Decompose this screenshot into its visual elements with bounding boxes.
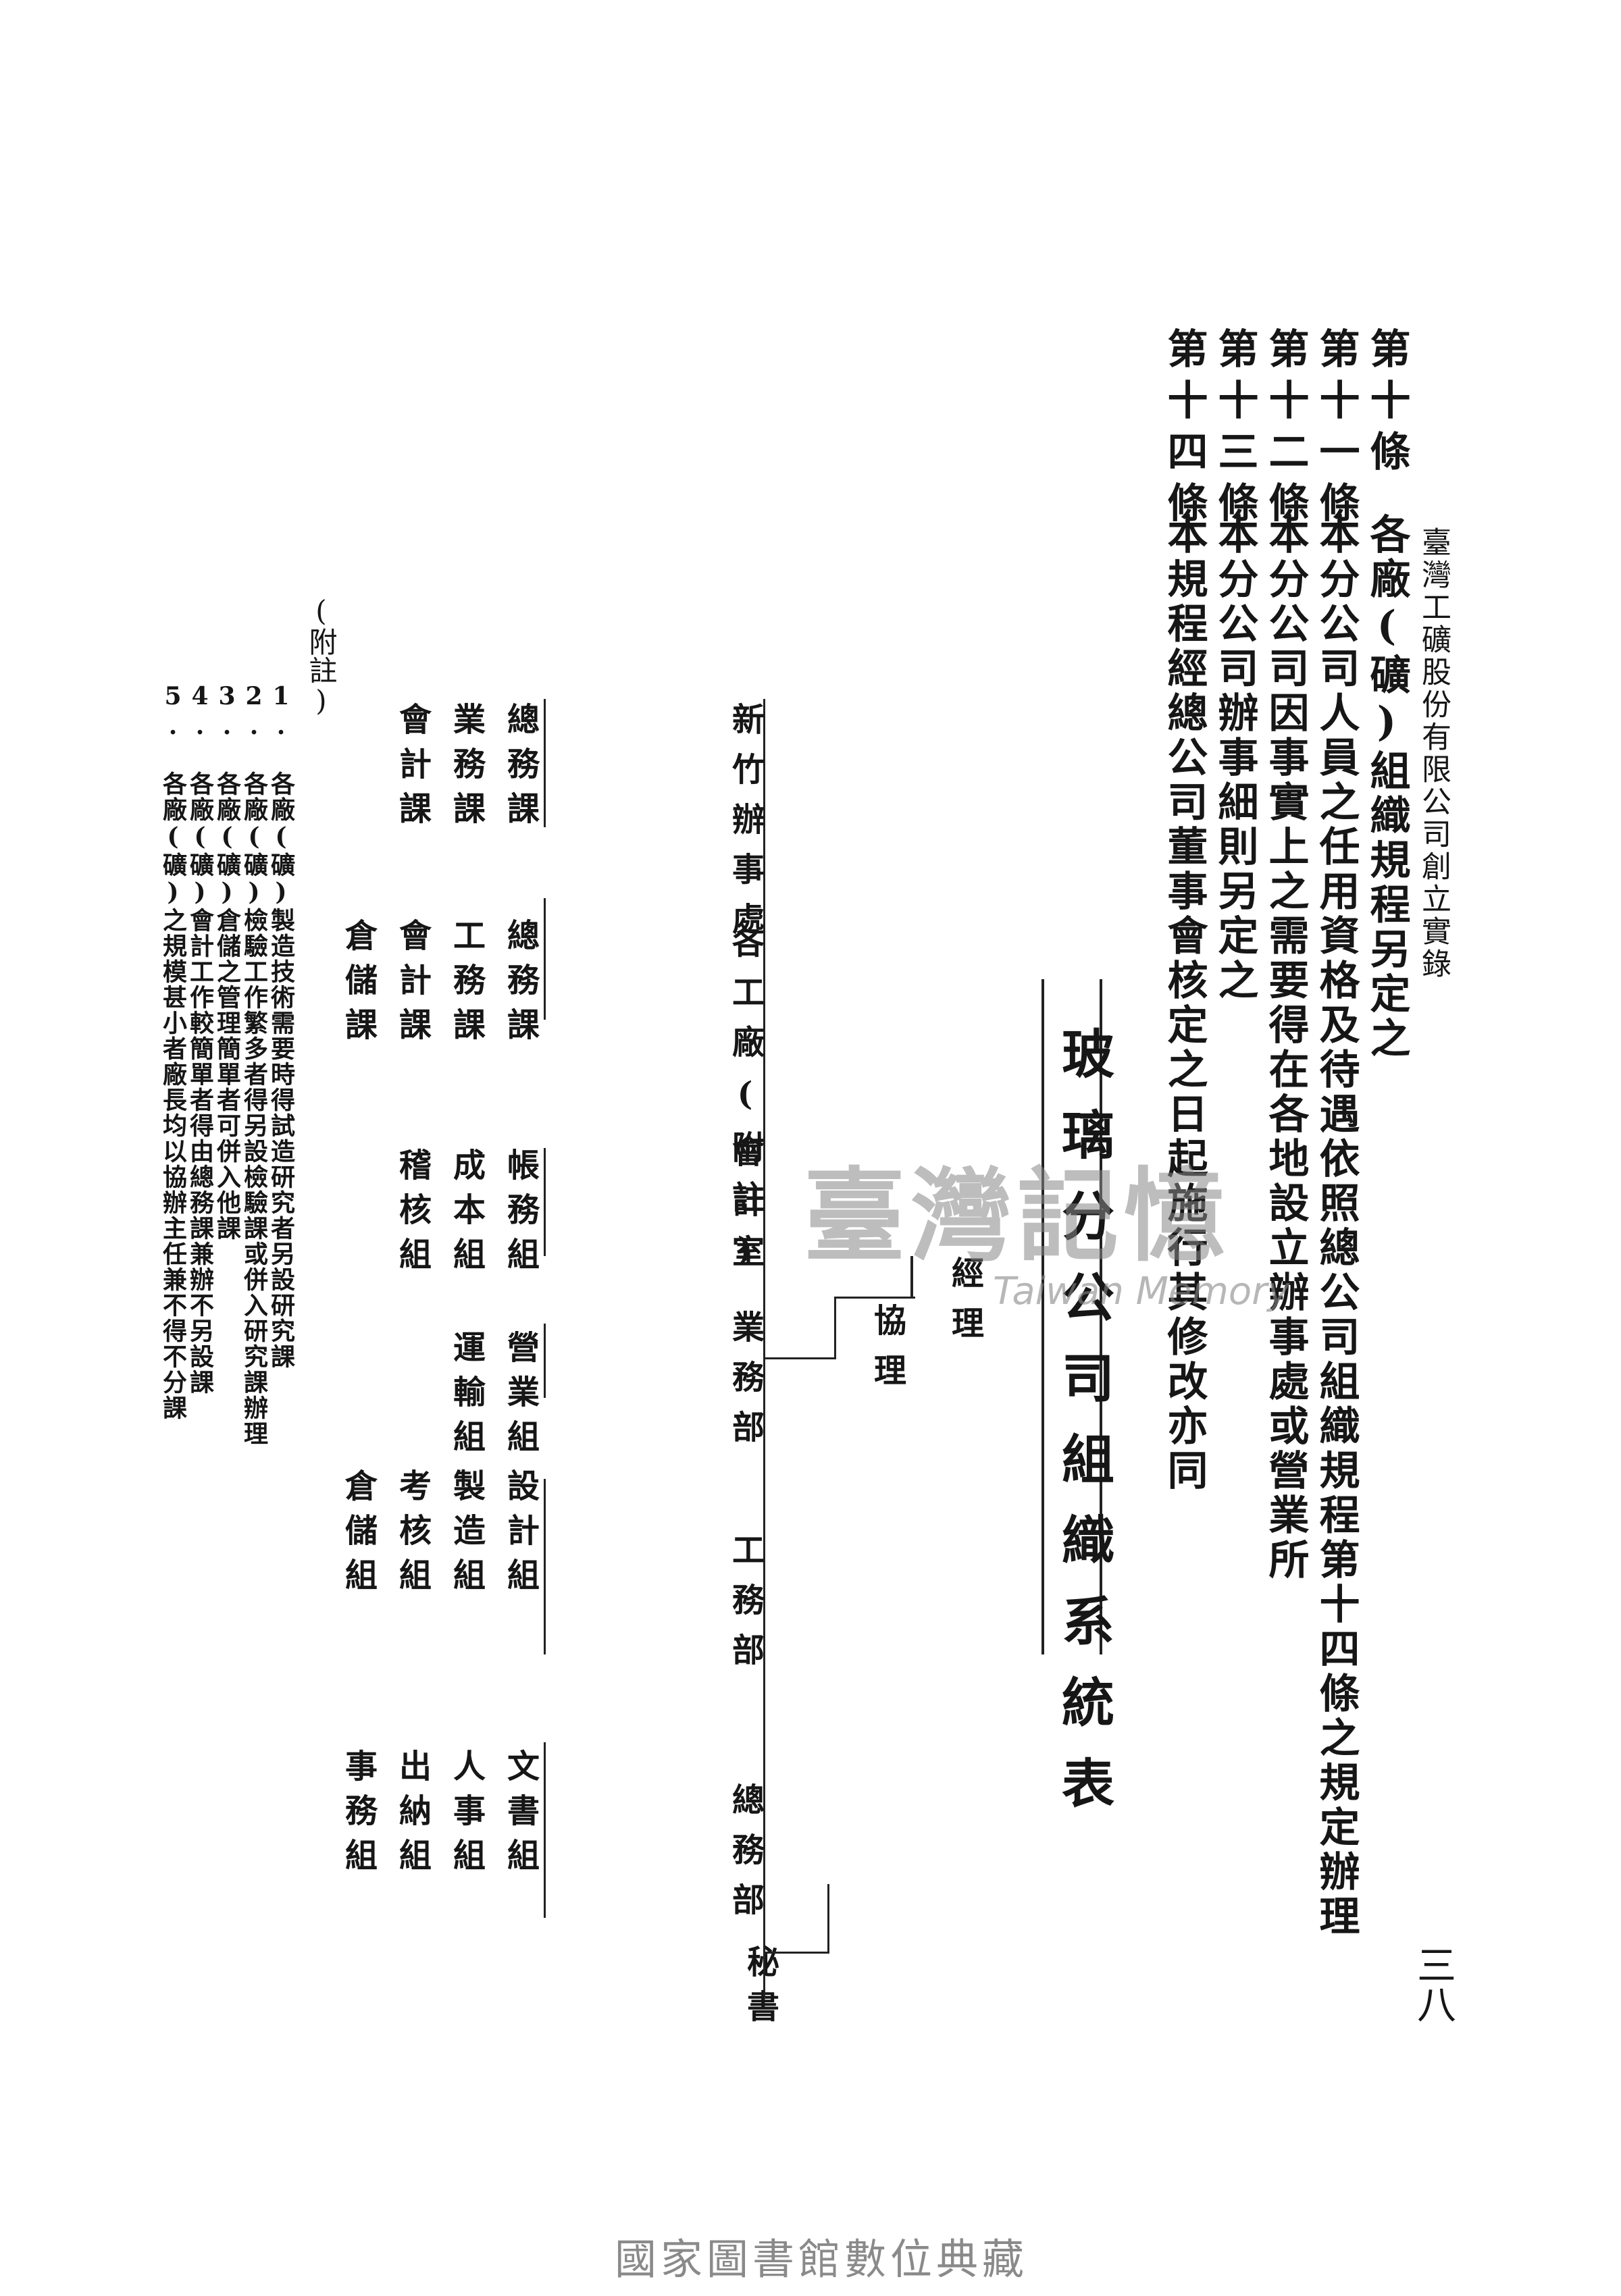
bracket-factories <box>544 898 546 1020</box>
connector-secretary <box>765 1952 829 1954</box>
article-11-label: 第十一條 <box>1312 328 1360 533</box>
connector-deputy-trunk <box>763 1357 836 1359</box>
bracket-hsinchu <box>544 699 546 827</box>
dept-engineering: 工務部 <box>726 1533 764 1683</box>
unit-general-2: 人事組 <box>447 1749 485 1883</box>
bracket-accounting <box>544 1148 546 1256</box>
unit-factory-2: 工務課 <box>447 918 485 1052</box>
unit-business-2: 運輸組 <box>447 1330 485 1464</box>
dept-factories: 各工廠(附註) <box>726 925 764 1286</box>
bracket-business <box>544 1324 546 1398</box>
article-10-text: 各廠(礦)組織規程另定之 <box>1363 513 1410 1062</box>
unit-accounting-3: 稽核組 <box>393 1148 431 1282</box>
connector-manager <box>910 1256 913 1297</box>
note-1: 1. 各廠(礦)製造技術需要時得試造研究者另設研究課 <box>267 682 295 1369</box>
connector-secretary-stub <box>827 1884 829 1954</box>
article-13-label: 第十三條 <box>1211 328 1258 533</box>
page-number: 三八 <box>1410 1945 1456 2023</box>
bracket-engineering <box>544 1479 546 1654</box>
node-secretary: 秘書 <box>741 1945 779 2034</box>
dept-general-affairs: 總務部 <box>726 1783 764 1933</box>
connector-manager-deputy <box>834 1297 915 1299</box>
running-title: 臺灣工礦股份有限公司創立實錄 <box>1416 527 1451 981</box>
department-trunk <box>763 699 765 1999</box>
unit-hsinchu-3: 會計課 <box>393 702 431 836</box>
article-12-label: 第十二條 <box>1262 328 1309 533</box>
unit-general-3: 出納組 <box>393 1749 431 1883</box>
title-rule-left <box>1041 979 1044 1654</box>
unit-accounting-1: 帳務組 <box>501 1148 539 1282</box>
unit-engineering-3: 考核組 <box>393 1469 431 1602</box>
note-2: 2. 各廠(礦)檢驗工作繁多者得另設檢驗課或併入研究課辦理 <box>240 682 268 1446</box>
unit-factory-4: 倉儲課 <box>339 918 377 1052</box>
article-10-label: 第十條 <box>1363 328 1410 481</box>
footer-archive-label: 國家圖書館數位典藏 <box>615 2235 1029 2284</box>
bracket-general <box>544 1742 546 1918</box>
watermark-subtitle: Taiwan Memory <box>993 1270 1290 1313</box>
note-3: 3. 各廠(礦)倉儲之管理簡單者可併入他課 <box>213 682 241 1241</box>
unit-accounting-2: 成本組 <box>447 1148 485 1282</box>
notes-label: (附註) <box>305 594 338 717</box>
article-12-text: 本分公司因事實上之需要得在各地設立辦事處或營業所 <box>1262 513 1309 1583</box>
node-deputy: 協理 <box>868 1303 906 1403</box>
unit-hsinchu-1: 總務課 <box>501 702 539 836</box>
connector-deputy <box>834 1297 836 1357</box>
watermark-logo: 臺灣記憶 <box>804 1157 1231 1276</box>
article-14-text: 本規程經總公司董事會核定之日起施行其修改亦同 <box>1160 513 1208 1494</box>
dept-business: 業務部 <box>726 1310 764 1460</box>
article-14-label: 第十四條 <box>1160 328 1208 533</box>
unit-engineering-2: 製造組 <box>447 1469 485 1602</box>
chart-title: 玻璃分公司組織系統表 <box>1053 1026 1114 1837</box>
unit-factory-1: 總務課 <box>501 918 539 1052</box>
unit-business-1: 營業組 <box>501 1330 539 1464</box>
article-13-text: 本分公司辦事細則另定之 <box>1211 513 1258 1003</box>
unit-engineering-1: 設計組 <box>501 1469 539 1602</box>
note-4: 4. 各廠(礦)會計工作較簡單者得由總務課兼辦不另設課 <box>186 682 214 1395</box>
unit-general-4: 事務組 <box>339 1749 377 1883</box>
dept-hsinchu-office: 新竹辦事處 <box>726 702 764 952</box>
node-manager: 經理 <box>946 1256 983 1356</box>
unit-hsinchu-2: 業務課 <box>447 702 485 836</box>
title-rule-right <box>1100 979 1102 1654</box>
article-11-text: 本分公司人員之任用資格及待遇依照總公司組織規程第十四條之規定辦理 <box>1312 513 1360 1939</box>
note-5: 5. 各廠(礦)之規模甚小者廠長均以協辦主任兼不得不分課 <box>159 682 187 1421</box>
unit-engineering-4: 倉儲組 <box>339 1469 377 1602</box>
unit-general-1: 文書組 <box>501 1749 539 1883</box>
unit-factory-3: 會計課 <box>393 918 431 1052</box>
dept-accounting: 會計室 <box>726 1134 764 1284</box>
